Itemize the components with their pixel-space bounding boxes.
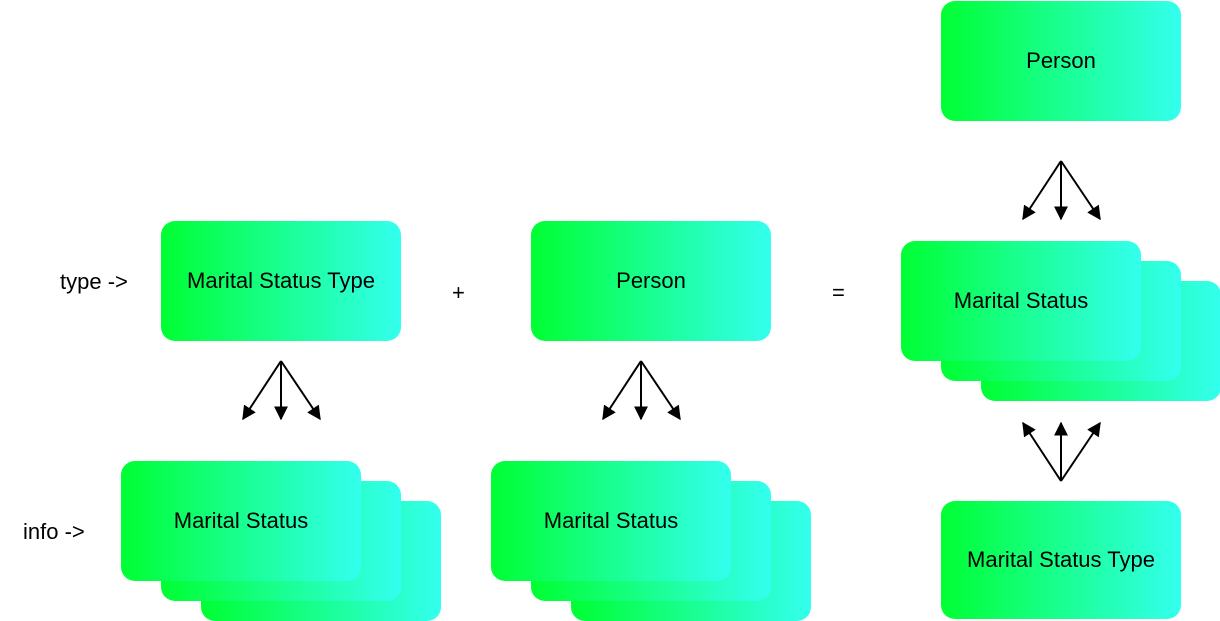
info-arrow-label: info -> <box>23 519 85 544</box>
right-top-one-to-many-arrows <box>1022 160 1101 221</box>
right-person-box: Person <box>941 1 1181 121</box>
type-arrow-label: type -> <box>60 269 128 294</box>
right-person-label: Person <box>1026 48 1096 73</box>
right-marital-status-label: Marital Status <box>953 288 1089 313</box>
left-marital-status-type-label: Marital Status Type <box>187 268 375 293</box>
middle-person-box: Person <box>531 221 771 341</box>
left-marital-status-label: Marital Status <box>173 508 309 533</box>
right-bottom-one-to-many-arrows <box>1022 421 1101 482</box>
right-marital-status-box: Marital Status <box>901 241 1141 361</box>
middle-one-to-many-arrows <box>602 360 681 421</box>
right-marital-status-type-box: Marital Status Type <box>941 501 1181 619</box>
middle-marital-status-box: Marital Status <box>491 461 731 581</box>
left-one-to-many-arrows <box>242 360 321 421</box>
left-marital-status-type-box: Marital Status Type <box>161 221 401 341</box>
middle-marital-status-label: Marital Status <box>543 508 679 533</box>
middle-person-label: Person <box>616 268 686 293</box>
plus-operator: + <box>452 280 465 305</box>
left-marital-status-box: Marital Status <box>121 461 361 581</box>
right-marital-status-type-label: Marital Status Type <box>967 547 1155 572</box>
equals-operator: = <box>832 280 845 305</box>
